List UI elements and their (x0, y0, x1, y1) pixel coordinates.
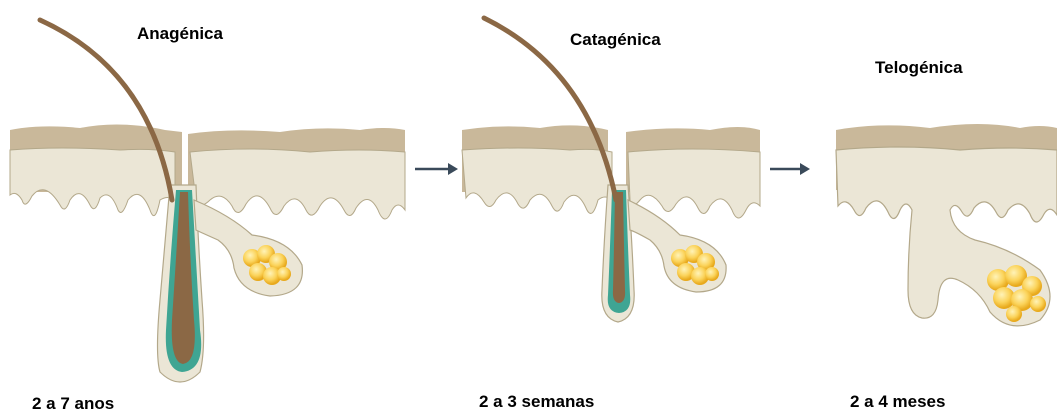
stage-title-anagen: Anagénica (137, 24, 223, 44)
stage-duration-catagen: 2 a 3 semanas (479, 392, 594, 412)
stage-title-telogen: Telogénica (875, 58, 963, 78)
gland-duct-anagen (194, 200, 302, 296)
stage-title-catagen: Catagénica (570, 30, 661, 50)
stage-catagen (462, 18, 760, 322)
arrow-right-icon (770, 163, 810, 175)
stage-anagen (10, 20, 405, 382)
hair-bulb-catagen (613, 192, 625, 303)
skin-anagen (10, 124, 405, 219)
arrow-right-icon (415, 163, 458, 175)
stage-duration-telogen: 2 a 4 meses (850, 392, 945, 412)
stage-telogen (836, 124, 1057, 326)
stage-duration-anagen: 2 a 7 anos (32, 394, 114, 414)
